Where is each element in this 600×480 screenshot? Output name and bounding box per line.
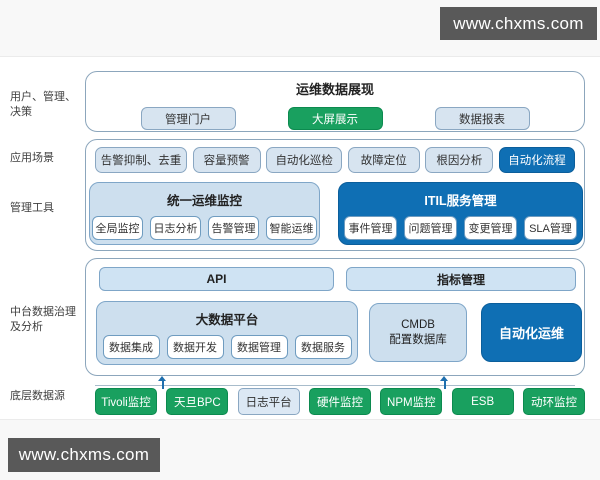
presentation-row: 管理门户 大屏展示 数据报表 [86,107,584,130]
itil-service-panel: ITIL服务管理 事件管理 问题管理 变更管理 SLA管理 [338,182,583,245]
up-arrow-left [158,376,167,389]
log-analysis-chip: 日志分析 [150,216,201,240]
side-label-management-tools: 管理工具 [10,202,54,214]
cmdb-box: CMDB 配置数据库 [369,303,467,362]
automated-ops-box: 自动化运维 [481,303,582,362]
log-platform-chip: 日志平台 [237,388,300,415]
intelligent-ops-chip: 智能运维 [266,216,317,240]
data-service-chip: 数据服务 [294,335,352,359]
data-development-chip: 数据开发 [166,335,224,359]
side-label-underlying-datasources: 底层数据源 [10,390,65,402]
api-bar: API [99,267,334,291]
env-monitoring-chip: 动环监控 [522,388,585,415]
big-screen-display-chip: 大屏展示 [287,107,383,130]
watermark-bottom: www.chxms.com [8,438,160,472]
bigdata-platform-title: 大数据平台 [195,313,259,327]
data-report-chip: 数据报表 [434,107,530,130]
scenarios-tools-box: 告警抑制、去重 容量预警 自动化巡检 故障定位 根因分析 自动化流程 统一运维监… [85,139,585,251]
problem-management-chip: 问题管理 [404,216,457,240]
middle-platform-box: API 指标管理 大数据平台 数据集成 数据开发 数据管理 数据服务 CMDB … [85,258,585,376]
change-management-chip: 变更管理 [464,216,517,240]
side-label-users-management-decision: 用户、管理、决策 [10,91,76,118]
incident-management-chip: 事件管理 [344,216,397,240]
npm-monitoring-chip: NPM监控 [380,388,443,415]
unified-monitoring-panel: 统一运维监控 全局监控 日志分析 告警管理 智能运维 [89,182,320,245]
root-cause-analysis-chip: 根因分析 [425,147,494,173]
netis-bpc-chip: 天旦BPC [166,388,229,415]
alarm-management-chip: 告警管理 [208,216,259,240]
sla-management-chip: SLA管理 [524,216,577,240]
presentation-box: 运维数据展现 管理门户 大屏展示 数据报表 [85,71,585,132]
data-integration-chip: 数据集成 [102,335,160,359]
automated-process-chip: 自动化流程 [498,147,575,173]
bigdata-platform-panel: 大数据平台 数据集成 数据开发 数据管理 数据服务 [96,301,358,365]
cmdb-line2: 配置数据库 [389,333,447,346]
tivoli-monitoring-chip: Tivoli监控 [95,388,157,415]
unified-monitoring-row: 全局监控 日志分析 告警管理 智能运维 [90,216,319,240]
watermark-top: www.chxms.com [440,7,597,40]
side-label-middle-platform-governance: 中台数据治理及分析 [10,306,76,333]
itil-service-row: 事件管理 问题管理 变更管理 SLA管理 [339,216,582,240]
itil-service-title: ITIL服务管理 [424,194,497,208]
automated-inspection-chip: 自动化巡检 [266,147,343,173]
data-management-chip: 数据管理 [230,335,288,359]
management-portal-chip: 管理门户 [140,107,236,130]
capacity-warning-chip: 容量预警 [192,147,261,173]
metrics-management-bar: 指标管理 [346,267,576,291]
scenario-row: 告警抑制、去重 容量预警 自动化巡检 故障定位 根因分析 自动化流程 [86,140,584,173]
global-monitoring-chip: 全局监控 [92,216,143,240]
fault-location-chip: 故障定位 [347,147,420,173]
presentation-title: 运维数据展现 [295,82,374,97]
alarm-suppression-chip: 告警抑制、去重 [95,147,187,173]
up-arrow-right [440,376,449,389]
esb-chip: ESB [451,388,514,415]
datasource-row: Tivoli监控 天旦BPC 日志平台 硬件监控 NPM监控 ESB 动环监控 [95,388,585,415]
bigdata-platform-row: 数据集成 数据开发 数据管理 数据服务 [97,335,357,359]
side-label-application-scenarios: 应用场景 [10,152,54,164]
unified-monitoring-title: 统一运维监控 [166,194,242,208]
cmdb-line1: CMDB [401,318,435,331]
hardware-monitoring-chip: 硬件监控 [308,388,371,415]
datasource-connector-line [95,385,575,386]
